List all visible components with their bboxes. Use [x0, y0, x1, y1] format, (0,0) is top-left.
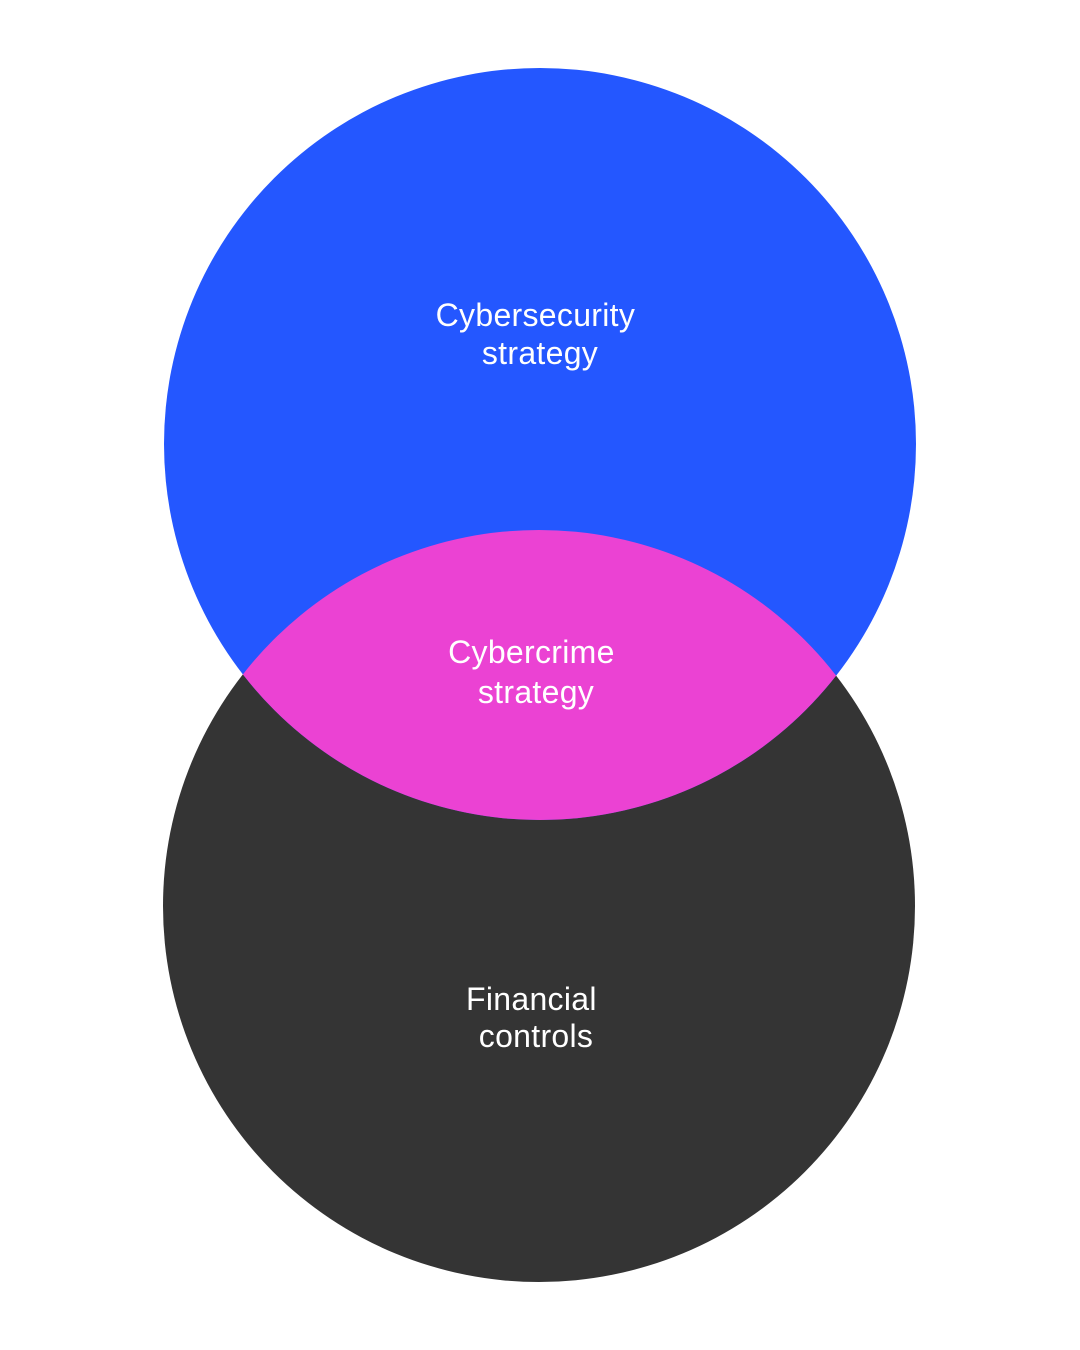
- label-cybercrime-line-1: Cybercrime: [448, 634, 615, 670]
- label-financial-line-2: controls: [479, 1018, 593, 1054]
- label-financial-controls: Financial controls: [466, 981, 606, 1054]
- label-cybersecurity-strategy: Cybersecurity strategy: [436, 297, 645, 371]
- label-cybercrime-strategy: Cybercrime strategy: [448, 634, 624, 710]
- label-cybercrime-line-2: strategy: [478, 674, 594, 710]
- label-financial-line-1: Financial: [466, 981, 597, 1017]
- label-cybersecurity-line-1: Cybersecurity: [436, 297, 636, 333]
- intersection-cybercrime-strategy: [164, 530, 915, 820]
- label-cybersecurity-line-2: strategy: [482, 335, 598, 371]
